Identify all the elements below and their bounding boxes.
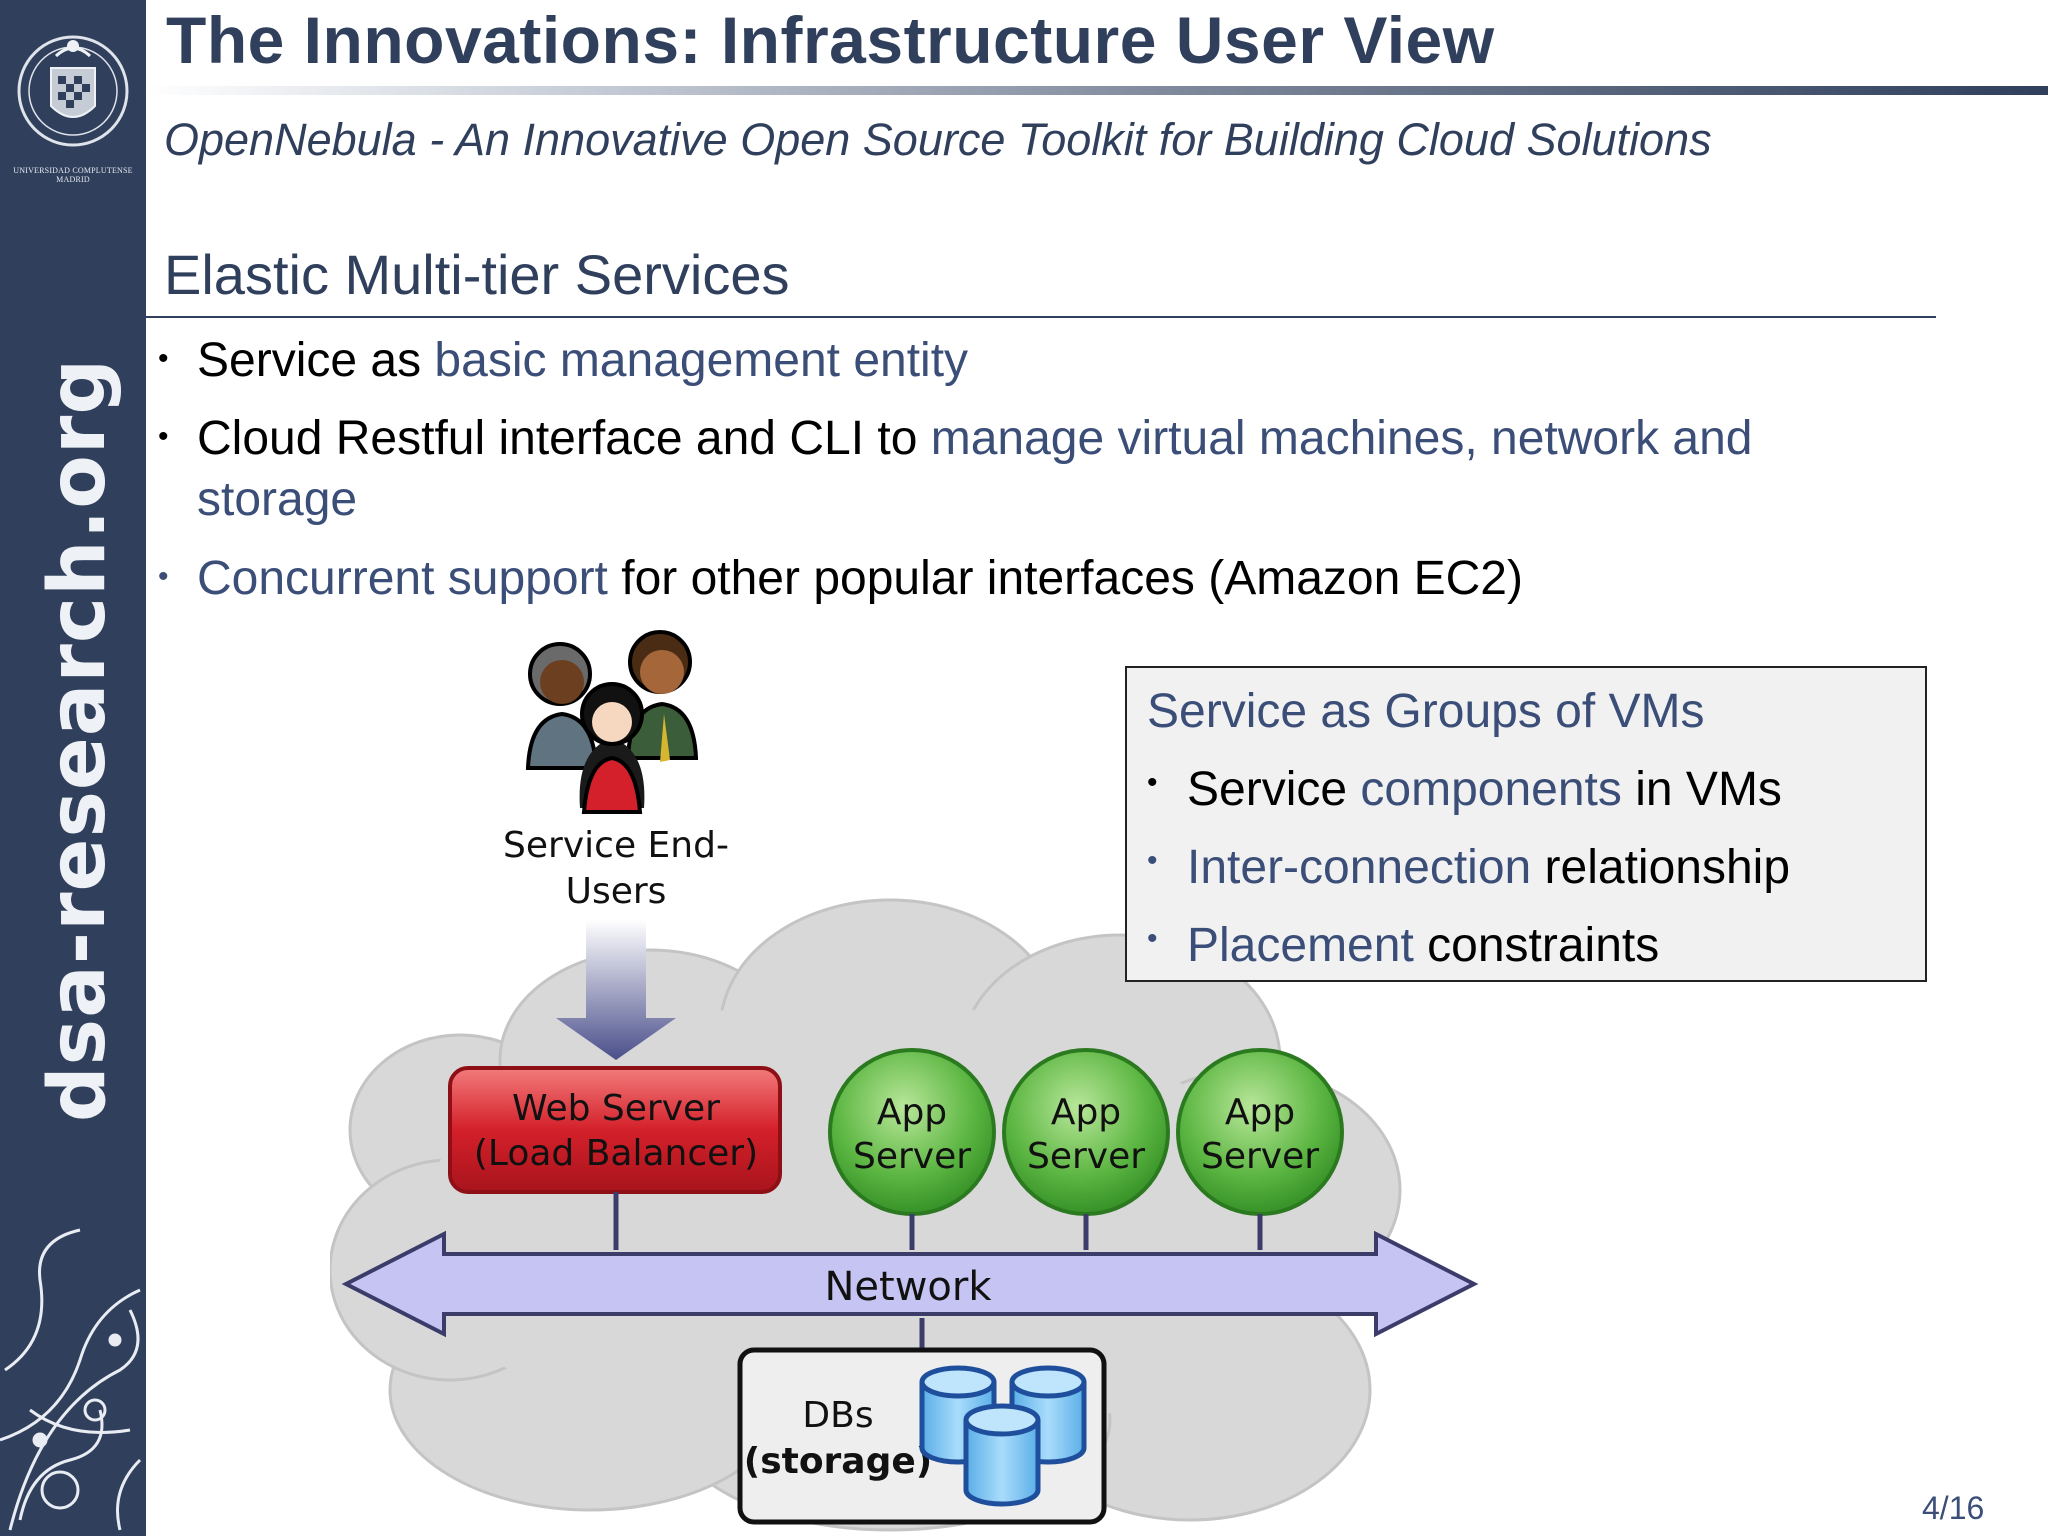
slide-subtitle: OpenNebula - An Innovative Open Source T… xyxy=(164,114,1712,165)
title-rule xyxy=(146,86,2048,95)
bullet-marker: • xyxy=(1147,844,1158,877)
end-users-icon xyxy=(525,630,699,814)
app-server-label: App xyxy=(877,1092,947,1133)
vm-groups-box: Service as Groups of VMs • Service compo… xyxy=(1125,666,1927,982)
network-bus xyxy=(341,1230,1479,1338)
section-rule xyxy=(146,316,1936,318)
bullet-highlight: manage virtual machines, network and xyxy=(930,412,1753,465)
vertical-brand-text: dsa-research.org xyxy=(33,357,123,1123)
slide-title: The Innovations: Infrastructure User Vie… xyxy=(166,3,1495,77)
end-users-label: Users xyxy=(566,871,667,912)
vm-box-item-3: Placement constraints xyxy=(1187,918,1659,973)
bullet-item-1: Service as basic management entity xyxy=(197,333,968,388)
bullet-text: Cloud Restful interface and CLI to xyxy=(197,412,931,465)
app-server-node: App Server xyxy=(828,1048,996,1216)
app-server-label: App xyxy=(1051,1092,1121,1133)
vm-item-text: Service xyxy=(1187,763,1361,816)
page-number: 4/16 xyxy=(1922,1490,1985,1526)
app-server-label: Server xyxy=(1027,1136,1145,1177)
multi-tier-diagram: Service End- Users Web Server (Load Bala… xyxy=(330,630,1479,1532)
vm-item-highlight: Inter-connection xyxy=(1187,841,1532,894)
down-arrow-icon xyxy=(556,920,676,1060)
vm-item-text: relationship xyxy=(1531,841,1791,894)
database-icon xyxy=(919,1365,1087,1507)
university-seal-icon xyxy=(17,35,129,147)
bullet-marker: • xyxy=(1147,766,1158,799)
vm-item-highlight: Placement xyxy=(1187,919,1414,972)
bullet-marker: • xyxy=(158,560,169,593)
bullet-text: for other popular interfaces (Amazon EC2… xyxy=(607,552,1523,605)
db-label: (storage) xyxy=(744,1441,933,1482)
app-server-node: App Server xyxy=(1002,1048,1170,1216)
decorative-swirl xyxy=(0,1228,142,1531)
end-users-label: Service End- xyxy=(503,825,729,866)
bullet-highlight: Concurrent support xyxy=(197,552,608,605)
bullet-item-2-continuation: storage xyxy=(197,473,358,526)
bullet-item-3: Concurrent support for other popular int… xyxy=(197,551,1523,606)
app-server-label: Server xyxy=(1201,1136,1319,1177)
vm-box-title: Service as Groups of VMs xyxy=(1147,685,1705,738)
bullet-marker: • xyxy=(1147,922,1158,955)
vm-item-highlight: components xyxy=(1360,763,1622,816)
db-label: DBs xyxy=(802,1395,873,1436)
app-server-label: App xyxy=(1225,1092,1295,1133)
bullet-marker: • xyxy=(158,420,169,453)
web-server-label: (Load Balancer) xyxy=(474,1133,758,1174)
section-heading: Elastic Multi-tier Services xyxy=(164,243,790,306)
bullet-highlight: basic management entity xyxy=(434,334,969,387)
app-server-node: App Server xyxy=(1176,1048,1344,1216)
network-label: Network xyxy=(824,1264,992,1310)
bullet-marker: • xyxy=(158,342,169,375)
seal-caption: UNIVERSIDAD COMPLUTENSE MADRID xyxy=(13,166,133,184)
sidebar: UNIVERSIDAD COMPLUTENSE MADRID dsa-resea… xyxy=(0,0,146,1536)
bullet-text: Service as xyxy=(197,334,435,387)
vm-item-text: constraints xyxy=(1413,919,1660,972)
bullet-item-2: Cloud Restful interface and CLI to manag… xyxy=(197,411,1753,466)
vm-item-text: in VMs xyxy=(1621,763,1782,816)
vm-box-item-2: Inter-connection relationship xyxy=(1187,840,1790,895)
connector-lines xyxy=(613,1192,1263,1350)
app-server-label: Server xyxy=(853,1136,971,1177)
web-server-label: Web Server xyxy=(512,1088,720,1129)
vm-box-item-1: Service components in VMs xyxy=(1187,762,1782,817)
